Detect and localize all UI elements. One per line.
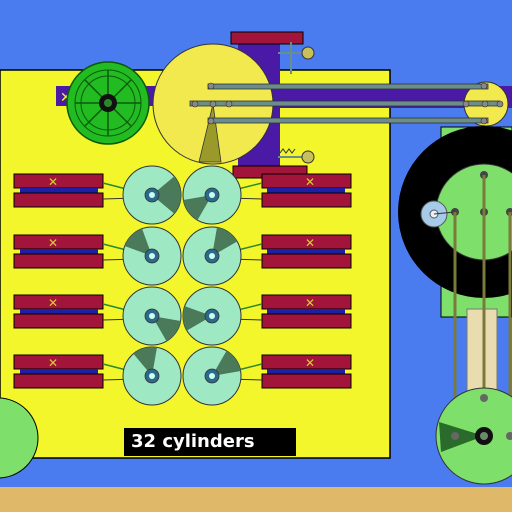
left-wheel — [0, 397, 39, 479]
rotor-sector — [182, 306, 212, 331]
governor-ball-top — [301, 46, 315, 60]
crank-sector — [439, 422, 484, 452]
cylinder-bar-left-bottom — [13, 373, 104, 389]
rotor-hub-center — [149, 373, 155, 379]
cylinder-bar-left-top — [13, 294, 104, 310]
cylinder-core-left — [20, 249, 98, 254]
cam-pointer — [198, 103, 222, 163]
cylinder-cross-mark-left: ✕ — [48, 236, 58, 250]
crank-pin — [451, 432, 459, 440]
rotor-sector — [152, 316, 181, 342]
cylinder-cross-mark-right: ✕ — [305, 356, 315, 370]
flywheel — [66, 61, 150, 145]
rotor-hub-center — [209, 313, 215, 319]
cylinder-bar-right-bottom — [261, 373, 352, 389]
rotor-sector — [212, 227, 238, 256]
ground-strip — [0, 487, 512, 512]
cylinder-bar-right-bottom — [261, 313, 352, 329]
rotor-hub-center — [209, 192, 215, 198]
rotor-hub-center — [209, 373, 215, 379]
cylinder-cross-mark-left: ✕ — [48, 296, 58, 310]
cylinder-bar-left-bottom — [13, 192, 104, 208]
cylinder-bar-left-top — [13, 173, 104, 189]
governor-spring — [279, 148, 296, 154]
rotor-hub-center — [149, 313, 155, 319]
rotor-hub-center — [149, 253, 155, 259]
cylinder-cross-mark-left: ✕ — [48, 356, 58, 370]
cylinder-bar-left-bottom — [13, 313, 104, 329]
column-cap-top — [230, 31, 304, 45]
governor-ball-bottom — [301, 150, 315, 164]
crank-pin — [480, 394, 488, 402]
cylinder-bar-right-bottom — [261, 192, 352, 208]
rotor-hub-center — [209, 253, 215, 259]
flywheel-hub — [104, 99, 112, 107]
piston-guide — [466, 308, 498, 398]
crank-pin — [506, 432, 512, 440]
rotor-sector — [124, 228, 152, 256]
rotor-sector — [183, 195, 212, 221]
governor-top — [278, 42, 308, 74]
cylinder-bar-left-top — [13, 234, 104, 250]
rotor-hub-center — [149, 192, 155, 198]
crank-hub-inner — [480, 432, 488, 440]
cylinder-core-right — [267, 309, 345, 314]
cylinder-core-left — [20, 188, 98, 193]
cylinder-core-right — [267, 369, 345, 374]
beam-cross-mark: ✕ — [60, 90, 72, 106]
cylinder-cross-mark-right: ✕ — [305, 296, 315, 310]
cylinder-core-left — [20, 309, 98, 314]
cylinder-core-right — [267, 249, 345, 254]
cylinder-bank: ✕ ✕ ✕ ✕ ✕ ✕ ✕ ✕ — [13, 165, 352, 406]
cylinder-count-label: 32 cylinders — [124, 428, 296, 456]
cylinder-bar-right-bottom — [261, 253, 352, 269]
cylinder-bar-left-top — [13, 354, 104, 370]
cylinder-core-right — [267, 188, 345, 193]
cylinder-cross-mark-left: ✕ — [48, 175, 58, 189]
cylinder-core-left — [20, 369, 98, 374]
rail-pins — [191, 82, 504, 125]
rotor-sector — [212, 350, 241, 376]
rotor-sector — [152, 176, 181, 214]
cylinder-cross-mark-right: ✕ — [305, 236, 315, 250]
gear-link — [433, 211, 456, 215]
cylinder-cross-mark-right: ✕ — [305, 175, 315, 189]
cylinder-bar-left-bottom — [13, 253, 104, 269]
